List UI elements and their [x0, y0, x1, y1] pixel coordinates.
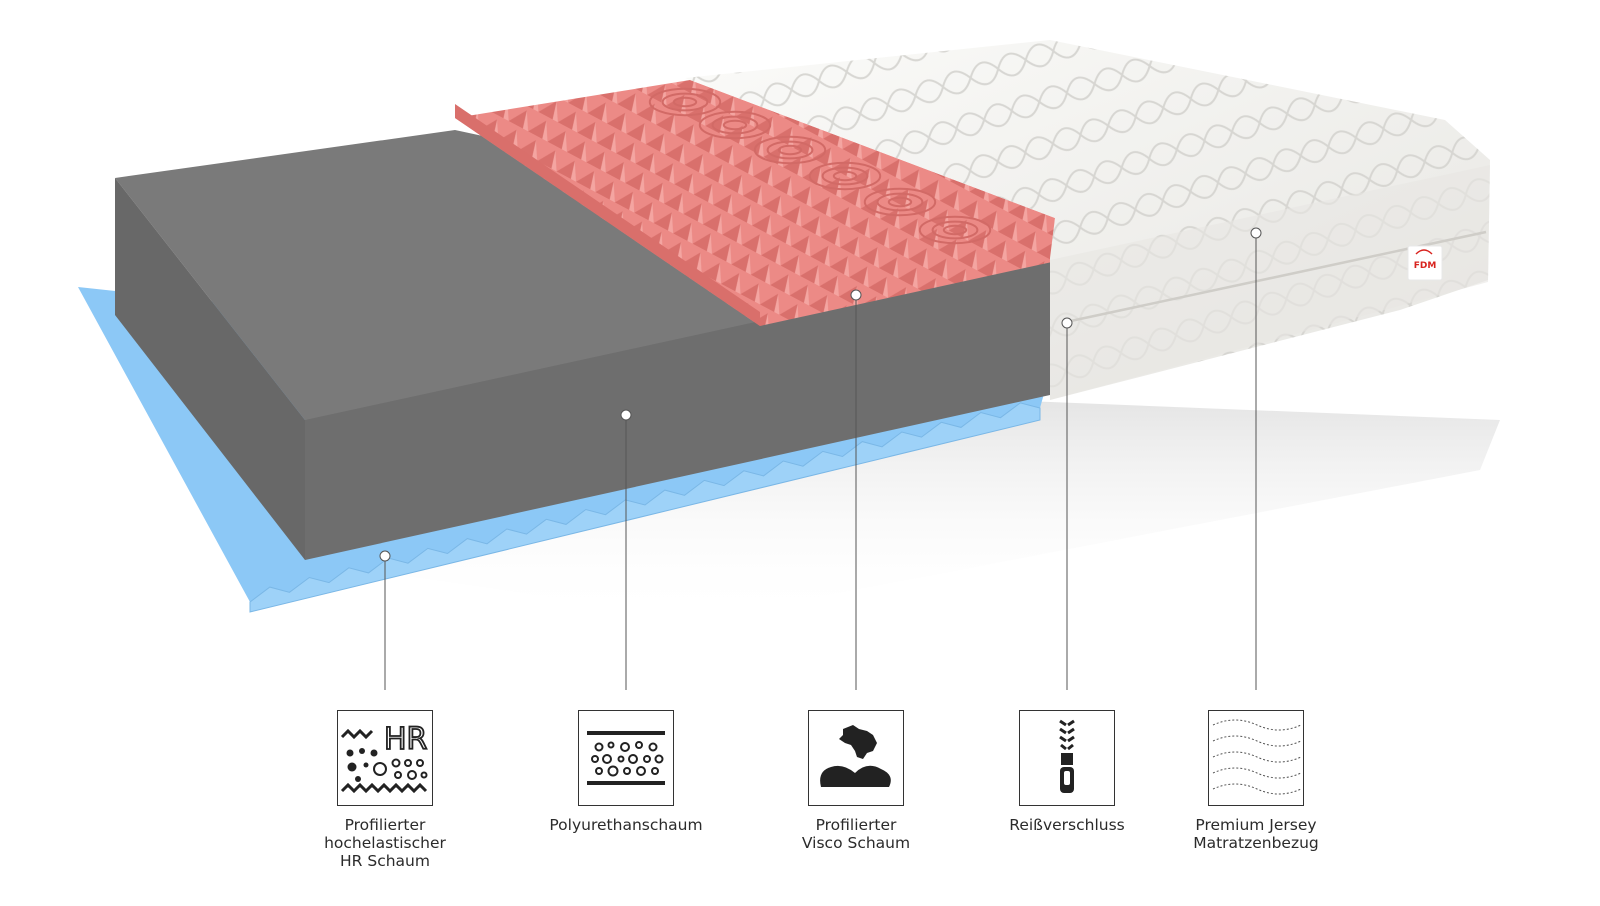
- feature-label-line: HR Schaum: [340, 852, 430, 870]
- visco-foam-hand-icon: [808, 710, 904, 806]
- zipper-icon: [1019, 710, 1115, 806]
- ground-shadow: [300, 400, 1500, 620]
- pink-visco-layer: [455, 80, 1055, 326]
- jersey-cover-icon: [1208, 710, 1304, 806]
- feature-label-line: hochelastischer: [324, 834, 446, 852]
- feature-jersey-cover: Premium Jersey Matratzenbezug: [1156, 710, 1356, 852]
- feature-label-line: Matratzenbezug: [1193, 834, 1319, 852]
- feature-hr-foam: HR Profilierter hochelastischer HR Schau…: [285, 710, 485, 870]
- polyurethane-foam-icon: [578, 710, 674, 806]
- logo-text: FDM: [1414, 261, 1437, 271]
- feature-label-line: Profilierter: [815, 816, 897, 834]
- feature-visco-foam: Profilierter Visco Schaum: [756, 710, 956, 852]
- callout-lines: [379, 227, 1262, 690]
- feature-label-line: Reißverschluss: [1009, 816, 1125, 834]
- feature-label-line: Polyurethanschaum: [549, 816, 703, 834]
- feature-label-line: Visco Schaum: [801, 834, 911, 852]
- hr-text: HR: [384, 722, 427, 757]
- feature-label-line: Premium Jersey: [1195, 816, 1317, 834]
- feature-zipper: Reißverschluss: [967, 710, 1167, 834]
- gray-polyurethane-core: [115, 130, 1050, 560]
- feature-label-line: Profilierter: [344, 816, 426, 834]
- brand-logo-tag: FDM: [1407, 245, 1443, 281]
- feature-polyurethane-foam: Polyurethanschaum: [526, 710, 726, 834]
- hr-foam-icon: HR: [337, 710, 433, 806]
